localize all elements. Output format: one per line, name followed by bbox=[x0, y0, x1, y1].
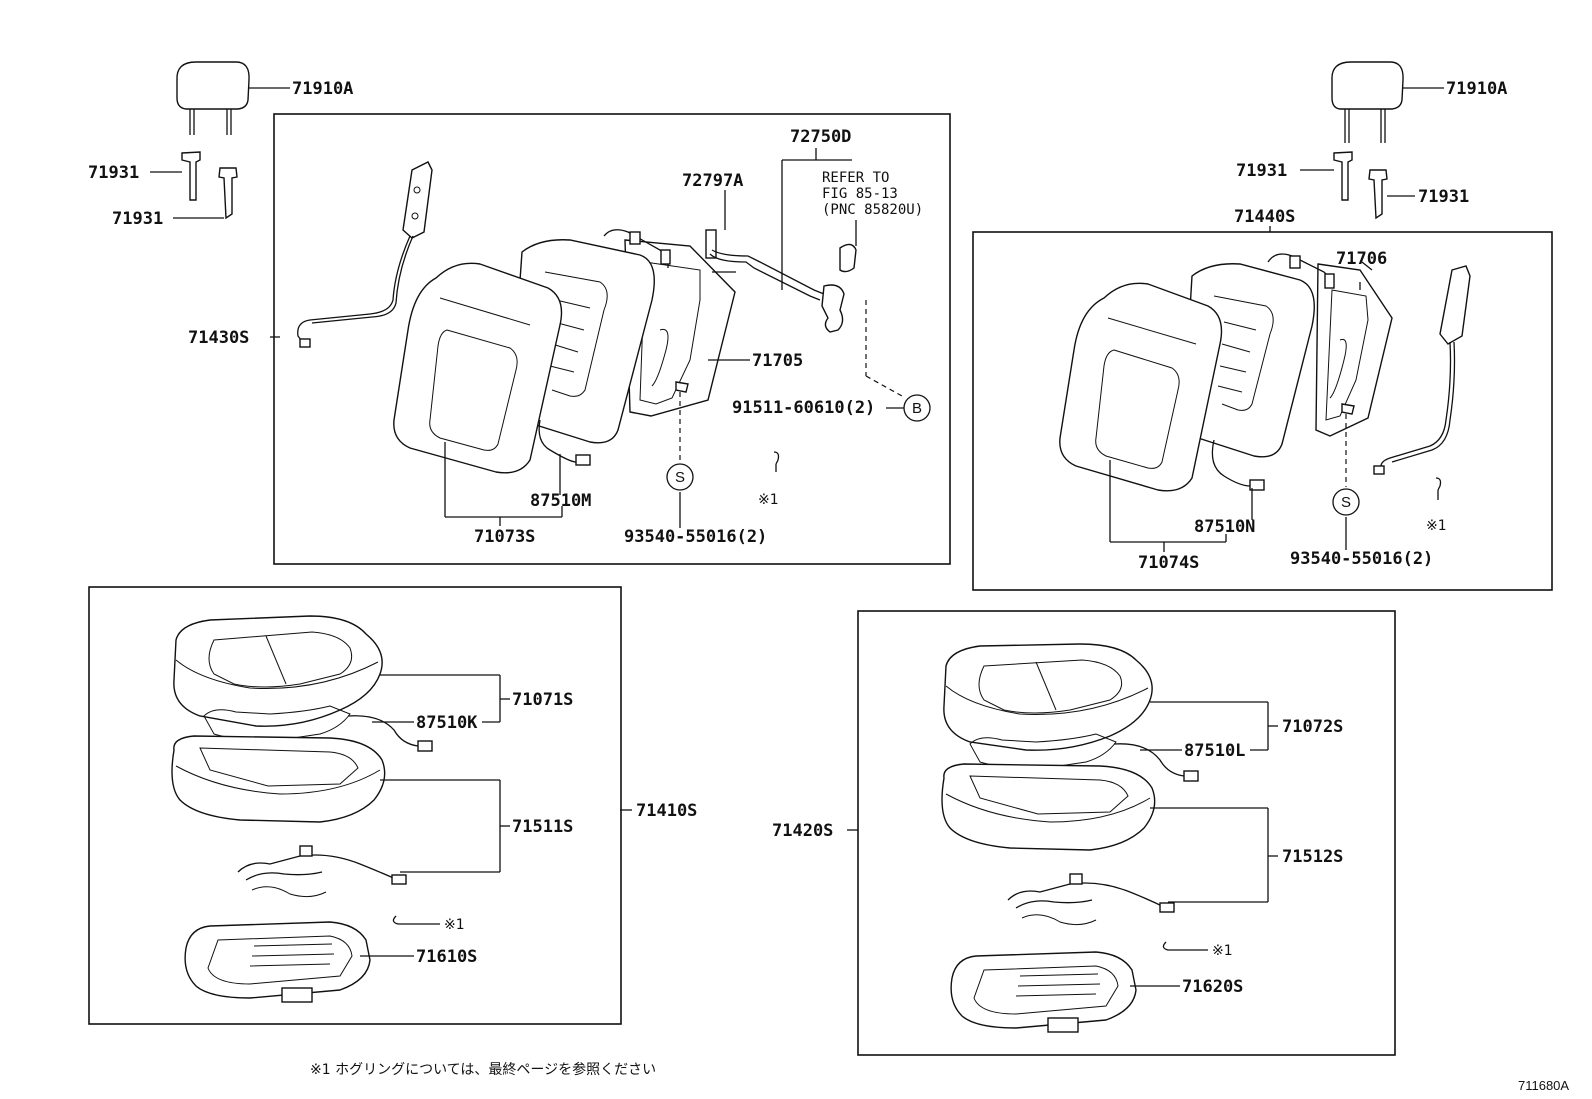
label-71931-a: 71931 bbox=[88, 163, 139, 183]
label-71410S: 71410S bbox=[636, 801, 697, 821]
seat-pan-right bbox=[950, 951, 1137, 1033]
label-note1-br: ※1 bbox=[1212, 943, 1233, 959]
label-71620S: 71620S bbox=[1182, 977, 1243, 997]
hog-ring-bl bbox=[392, 915, 440, 925]
leaders-bottom-right bbox=[847, 701, 1278, 987]
label-71910A-right: 71910A bbox=[1446, 79, 1507, 99]
seatback-frame-right bbox=[1267, 253, 1393, 550]
label-87510K: 87510K bbox=[416, 713, 478, 733]
label-71074S: 71074S bbox=[1138, 553, 1199, 573]
label-71931-d: 71931 bbox=[1418, 187, 1469, 207]
label-71440S: 71440S bbox=[1234, 207, 1295, 227]
headrest-guide-left bbox=[150, 151, 238, 220]
seat-pan-left bbox=[184, 921, 371, 1003]
cushion-cover-right bbox=[943, 643, 1153, 751]
cushion-pad-left bbox=[171, 735, 386, 823]
circle-s-right bbox=[1332, 488, 1360, 516]
figure-code: 711680A bbox=[1518, 1078, 1569, 1093]
seatback-left-frame bbox=[273, 113, 951, 565]
label-72750D: 72750D bbox=[790, 127, 851, 147]
label-71073S: 71073S bbox=[474, 527, 535, 547]
label-71071S: 71071S bbox=[512, 690, 573, 710]
hog-ring-left bbox=[773, 451, 780, 472]
headrest-left bbox=[176, 61, 290, 135]
label-72797A: 72797A bbox=[682, 171, 743, 191]
label-71072S: 71072S bbox=[1282, 717, 1343, 737]
label-71420S: 71420S bbox=[772, 821, 833, 841]
label-71910A-left: 71910A bbox=[292, 79, 353, 99]
hog-ring-br bbox=[1162, 941, 1208, 951]
label-71706: 71706 bbox=[1336, 249, 1387, 269]
headrest-guide-right bbox=[1269, 151, 1415, 232]
label-71931-c: 71931 bbox=[1236, 161, 1287, 181]
side-airbag-right bbox=[1361, 261, 1471, 475]
rear-board-71705 bbox=[675, 271, 750, 528]
circle-s-right-label: S bbox=[1341, 494, 1351, 511]
seatback-cover-left bbox=[393, 262, 591, 495]
label-note1-bl: ※1 bbox=[444, 917, 465, 933]
seat-frame-wire-left bbox=[237, 845, 407, 898]
cushion-pad-right bbox=[941, 763, 1156, 851]
seatback-right-frame bbox=[972, 231, 1553, 591]
cushion-cover-left bbox=[173, 615, 383, 727]
seat-frame-wire-right bbox=[1007, 873, 1175, 926]
cushion-right-frame bbox=[857, 610, 1396, 1056]
label-91511-60610: 91511-60610(2) bbox=[732, 398, 875, 418]
headrest-right bbox=[1331, 61, 1444, 143]
label-93540-left: 93540-55016(2) bbox=[624, 527, 767, 547]
label-note1-right: ※1 bbox=[1426, 518, 1447, 534]
cushion-left-frame bbox=[88, 586, 622, 1025]
label-71705: 71705 bbox=[752, 351, 803, 371]
bracket-71074S bbox=[1109, 460, 1227, 552]
label-71511S: 71511S bbox=[512, 817, 573, 837]
label-71931-b: 71931 bbox=[112, 209, 163, 229]
label-93540-right: 93540-55016(2) bbox=[1290, 549, 1433, 569]
circle-s-left-label: S bbox=[675, 469, 685, 486]
label-71430S: 71430S bbox=[188, 328, 249, 348]
label-87510M: 87510M bbox=[530, 491, 591, 511]
label-refer-line3: (PNC 85820U) bbox=[822, 202, 923, 218]
circle-b-label: B bbox=[912, 400, 922, 417]
seatback-cover-right bbox=[1059, 282, 1265, 520]
label-87510L: 87510L bbox=[1184, 741, 1245, 761]
label-87510N: 87510N bbox=[1194, 517, 1255, 537]
bracket-71073S bbox=[444, 442, 563, 526]
leaders-bottom-left bbox=[360, 674, 632, 957]
label-refer-line2: FIG 85-13 bbox=[822, 186, 898, 202]
label-71512S: 71512S bbox=[1282, 847, 1343, 867]
label-71610S: 71610S bbox=[416, 947, 477, 967]
side-airbag-left bbox=[270, 161, 433, 348]
label-note1-left: ※1 bbox=[758, 492, 779, 508]
circle-s-left bbox=[666, 463, 694, 491]
wire-harness-72750D bbox=[705, 148, 903, 397]
footnote: ※1 ホグリングについては、最終ページを参照ください bbox=[310, 1061, 656, 1078]
hog-ring-right bbox=[1435, 477, 1442, 500]
label-refer-line1: REFER TO bbox=[822, 170, 889, 186]
